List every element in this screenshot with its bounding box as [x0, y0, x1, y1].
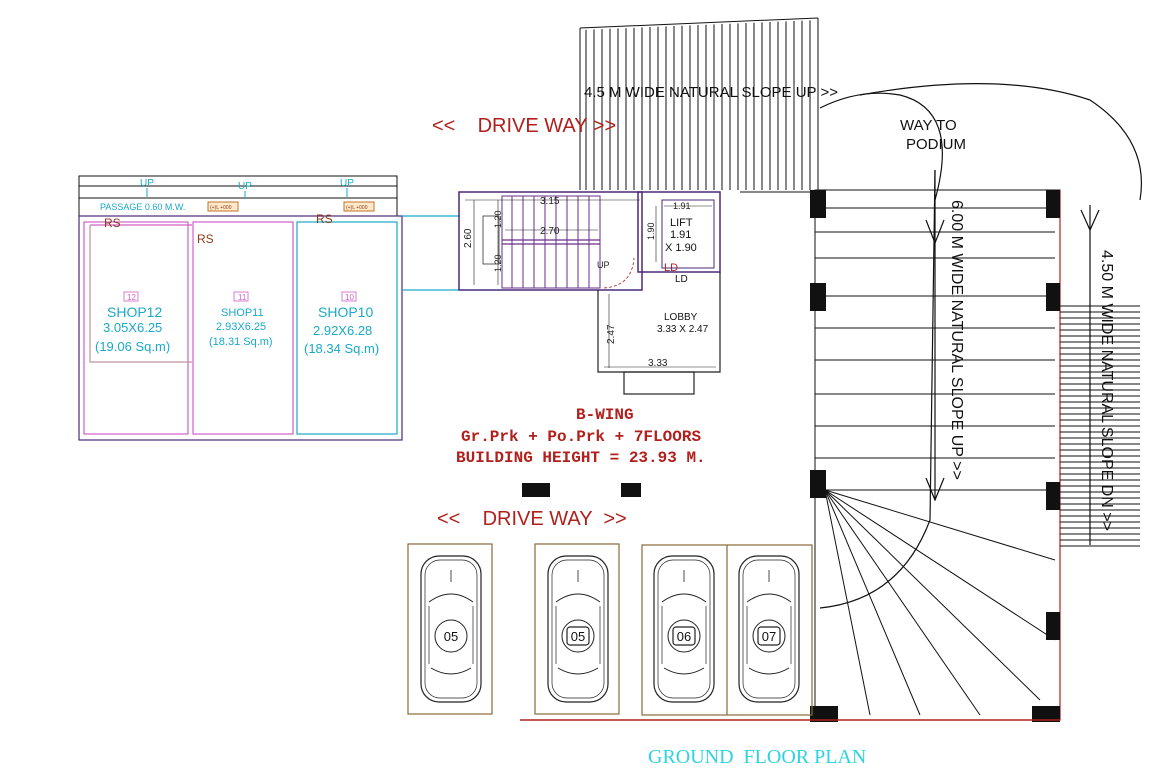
car-roof-circle	[434, 619, 468, 653]
parking-frames	[407, 543, 813, 716]
level-tags: (+)L +000 (+)L +000	[207, 201, 375, 212]
lift-dim-top: 1.91	[673, 201, 691, 211]
car-windshield	[746, 593, 792, 603]
car-outline	[551, 559, 605, 699]
parked-car: 06	[653, 555, 715, 703]
stair-treads	[511, 196, 590, 288]
up-arrows	[146, 188, 348, 199]
car-outline	[742, 559, 796, 699]
plan-title: GROUND FLOOR PLAN	[648, 746, 866, 768]
shop-11-number: 11	[238, 293, 247, 302]
parked-car: 07	[738, 555, 800, 703]
shop-12-name: SHOP12	[107, 304, 162, 320]
lobby-size: 3.33 X 2.47	[657, 324, 709, 335]
rs-label-2: RS	[197, 232, 214, 246]
lobby-dim-bottom: 3.33	[648, 358, 668, 369]
right-parking-grid	[814, 189, 1061, 721]
parked-car: 05	[420, 555, 482, 703]
car-rear-window	[430, 667, 472, 675]
slope-600-label: 6.00 M WIDE NATURAL SLOPE UP >>	[948, 200, 965, 480]
shop-11-area: (18.31 Sq.m)	[209, 336, 273, 348]
shop-11-name: SHOP11	[221, 307, 264, 319]
lift-label: LIFT	[670, 217, 693, 229]
level-tag-2: (+)L +000	[346, 205, 368, 211]
stair-dim-left-b: 1.20	[493, 254, 503, 272]
shop-12-size: 3.05X6.25	[103, 320, 162, 335]
lobby-dim-side: 2.47	[606, 324, 617, 344]
shop-10-area: (18.34 Sq.m)	[304, 341, 379, 356]
shops-outline	[78, 215, 460, 441]
shop-12: 12 SHOP12 3.05X6.25 (19.06 Sq.m)	[95, 291, 170, 354]
stair-dimensions	[465, 199, 640, 285]
parking-number: 07	[762, 629, 776, 644]
level-tag-1: (+)L +000	[210, 205, 232, 211]
up-label-3: UP	[340, 178, 354, 189]
slope-450-label: 4.50 M WIDE NATURAL SLOPE DN >>	[1098, 250, 1115, 531]
parking-number: 06	[677, 629, 691, 644]
parking-number: 05	[444, 629, 458, 644]
lift-ld-b: LD	[675, 274, 688, 285]
lobby	[597, 272, 721, 395]
wing-name: B-WING	[576, 406, 634, 424]
lobby-label: LOBBY	[664, 312, 698, 323]
shop-11: 11 SHOP11 2.93X6.25 (18.31 Sq.m)	[209, 291, 273, 348]
podium-ramp-arcs	[819, 83, 1142, 609]
stair-dim-inner: 2.70	[540, 226, 560, 237]
lift-dim-side: 1.90	[646, 222, 656, 240]
wing-height: BUILDING HEIGHT = 23.93 M.	[456, 449, 706, 467]
wing-floors: Gr.Prk + Po.Prk + 7FLOORS	[461, 428, 701, 446]
rs-label-3: RS	[316, 212, 333, 226]
car-rear-window	[748, 667, 790, 675]
lift	[637, 191, 721, 273]
shop-12-number: 12	[127, 293, 136, 302]
right-slope-hatch	[1060, 305, 1140, 547]
car-outline	[424, 559, 478, 699]
shop-10-size: 2.92X6.28	[313, 323, 372, 338]
lift-ld-a: LD	[664, 262, 678, 274]
parking-number-box	[757, 626, 781, 646]
shop-12-area: (19.06 Sq.m)	[95, 339, 170, 354]
parked-car: 05	[547, 555, 609, 703]
rs-label-1: RS	[104, 216, 121, 230]
stair-up-label: UP	[597, 260, 610, 270]
columns	[522, 190, 1060, 722]
slope-top-label: 4.5 M WIDE NATURAL SLOPE UP >>	[584, 84, 838, 101]
car-windshield	[428, 593, 474, 603]
passage-label: PASSAGE 0.60 M.W.	[100, 202, 185, 212]
car-rear-window	[663, 667, 705, 675]
shop-11-size: 2.93X6.25	[216, 321, 266, 333]
top-slope-ramp	[579, 17, 819, 193]
car-rear-window	[557, 667, 599, 675]
stair-dim-left-a: 1.20	[493, 210, 503, 228]
parking-number-box	[672, 626, 696, 646]
lift-size-b: X 1.90	[665, 242, 697, 254]
shop-10-name: SHOP10	[318, 304, 373, 320]
car-windshield	[555, 593, 601, 603]
up-label-1: UP	[140, 178, 154, 189]
driveway-top-label: << DRIVE WAY >>	[432, 115, 616, 137]
stair-dim-top: 3.15	[540, 196, 560, 207]
staircase	[458, 191, 643, 291]
car-outline	[657, 559, 711, 699]
shop-10: 10 SHOP10 2.92X6.28 (18.34 Sq.m)	[304, 291, 379, 356]
way-to-podium-line1: WAY TO	[900, 117, 957, 134]
stair-dim-left: 2.60	[463, 228, 474, 248]
door-swing	[603, 257, 635, 289]
up-label-2: UP	[238, 181, 252, 192]
parking-number: 05	[571, 629, 585, 644]
shop-10-number: 10	[345, 293, 354, 302]
driveway-bottom-label: << DRIVE WAY >>	[437, 508, 627, 530]
parking-number-box	[566, 626, 590, 646]
car-windshield	[661, 593, 707, 603]
parked-cars: 05 05 06 07	[420, 555, 800, 703]
lift-size-a: 1.91	[670, 229, 691, 241]
top-slope-hatch	[585, 20, 811, 190]
way-to-podium-line2: PODIUM	[906, 136, 966, 153]
slope-arrows	[925, 170, 1100, 545]
